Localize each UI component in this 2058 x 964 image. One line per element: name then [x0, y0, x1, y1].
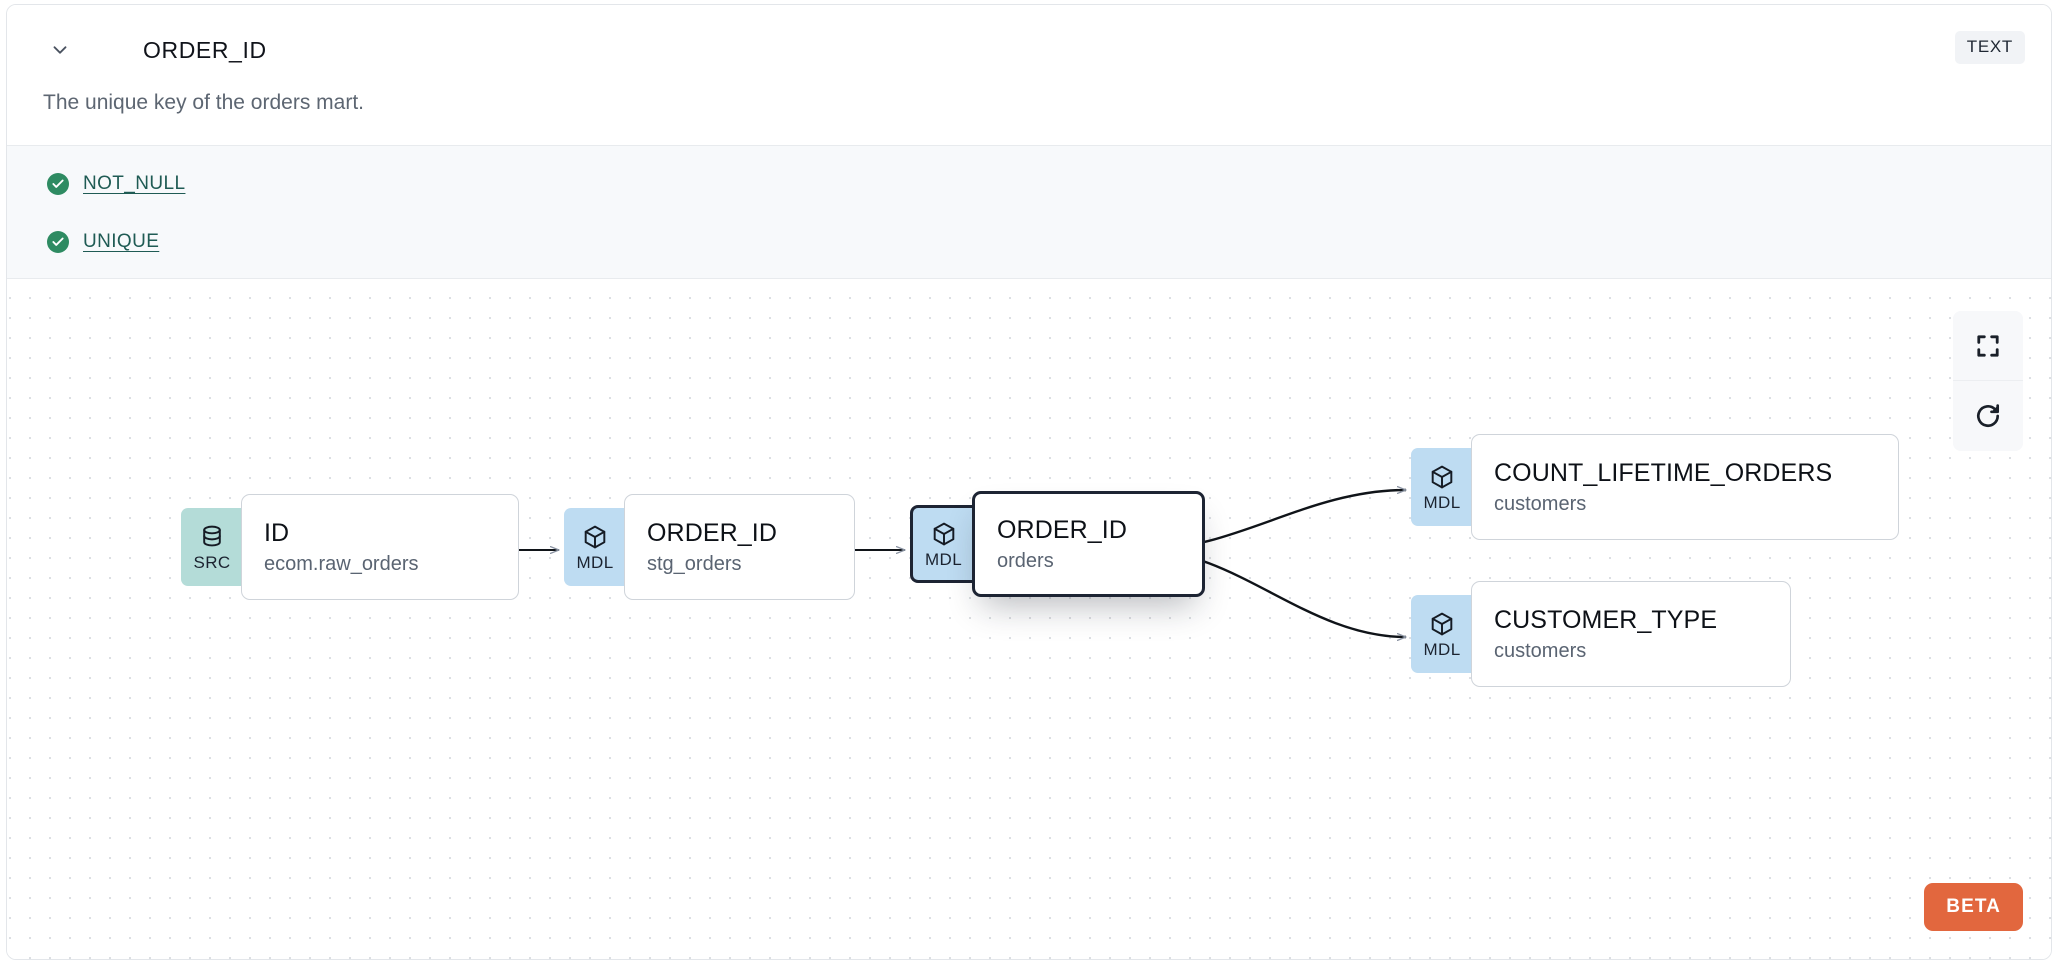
node-column-name: COUNT_LIFETIME_ORDERS	[1494, 459, 1833, 488]
lineage-node-stg-orders-order-id[interactable]: MDL ORDER_ID stg_orders	[564, 494, 855, 600]
reset-layout-button[interactable]	[1953, 381, 2023, 451]
column-detail-card: ORDER_ID The unique key of the orders ma…	[6, 4, 2052, 960]
lineage-node-orders-order-id[interactable]: MDL ORDER_ID orders	[910, 491, 1205, 597]
chevron-down-icon[interactable]	[43, 33, 77, 67]
fit-view-button[interactable]	[1953, 311, 2023, 381]
header-title-row: ORDER_ID	[43, 33, 267, 67]
node-source-name: customers	[1494, 492, 1587, 515]
test-link-unique[interactable]: UNIQUE	[83, 231, 160, 252]
node-source-name: ecom.raw_orders	[264, 552, 419, 575]
cube-icon	[1431, 612, 1453, 635]
node-kind-badge-mdl: MDL	[1411, 448, 1473, 526]
node-kind-badge-mdl: MDL	[564, 508, 626, 586]
test-link-not-null[interactable]: NOT_NULL	[83, 173, 186, 194]
node-kind-label: MDL	[1423, 492, 1461, 512]
node-source-name: customers	[1494, 639, 1587, 662]
node-kind-badge-mdl: MDL	[1411, 595, 1473, 673]
column-description: The unique key of the orders mart.	[43, 91, 364, 114]
node-body: CUSTOMER_TYPE customers	[1471, 581, 1791, 687]
node-body: ORDER_ID orders	[972, 491, 1205, 597]
node-body: COUNT_LIFETIME_ORDERS customers	[1471, 434, 1899, 540]
node-kind-badge-src: SRC	[181, 508, 243, 586]
lineage-graph-canvas[interactable]: SRC ID ecom.raw_orders MDL ORDER_ID stg_…	[7, 279, 2051, 959]
node-column-name: ORDER_ID	[997, 516, 1127, 545]
column-header: ORDER_ID The unique key of the orders ma…	[7, 5, 2051, 145]
test-row: NOT_NULL	[47, 162, 2051, 206]
node-column-name: ID	[264, 519, 290, 548]
node-source-name: orders	[997, 549, 1054, 572]
column-type-badge: TEXT	[1954, 31, 2025, 64]
cube-icon	[1431, 465, 1453, 488]
cube-icon	[933, 522, 954, 545]
canvas-controls	[1953, 311, 2023, 451]
check-circle-icon	[47, 231, 69, 253]
refresh-icon	[1976, 404, 2000, 428]
lineage-node-customers-count-lifetime-orders[interactable]: MDL COUNT_LIFETIME_ORDERS customers	[1411, 434, 1899, 540]
node-kind-label: MDL	[576, 552, 614, 572]
lineage-node-customers-customer-type[interactable]: MDL CUSTOMER_TYPE customers	[1411, 581, 1791, 687]
check-circle-icon	[47, 173, 69, 195]
node-body: ID ecom.raw_orders	[241, 494, 519, 600]
node-kind-label: SRC	[193, 552, 231, 572]
cube-icon	[584, 525, 606, 548]
node-body: ORDER_ID stg_orders	[624, 494, 855, 600]
test-row: UNIQUE	[47, 220, 2051, 264]
node-kind-label: MDL	[1423, 639, 1461, 659]
node-column-name: ORDER_ID	[647, 519, 777, 548]
node-source-name: stg_orders	[647, 552, 742, 575]
database-icon	[203, 525, 221, 546]
lineage-node-src-id[interactable]: SRC ID ecom.raw_orders	[181, 494, 519, 600]
fit-view-icon	[1977, 334, 1999, 357]
node-column-name: CUSTOMER_TYPE	[1494, 606, 1718, 635]
page-title: ORDER_ID	[143, 36, 267, 63]
beta-badge[interactable]: BETA	[1924, 883, 2023, 931]
tests-list: NOT_NULL UNIQUE	[7, 145, 2051, 279]
node-kind-badge-mdl: MDL	[910, 505, 974, 583]
node-kind-label: MDL	[924, 549, 963, 569]
